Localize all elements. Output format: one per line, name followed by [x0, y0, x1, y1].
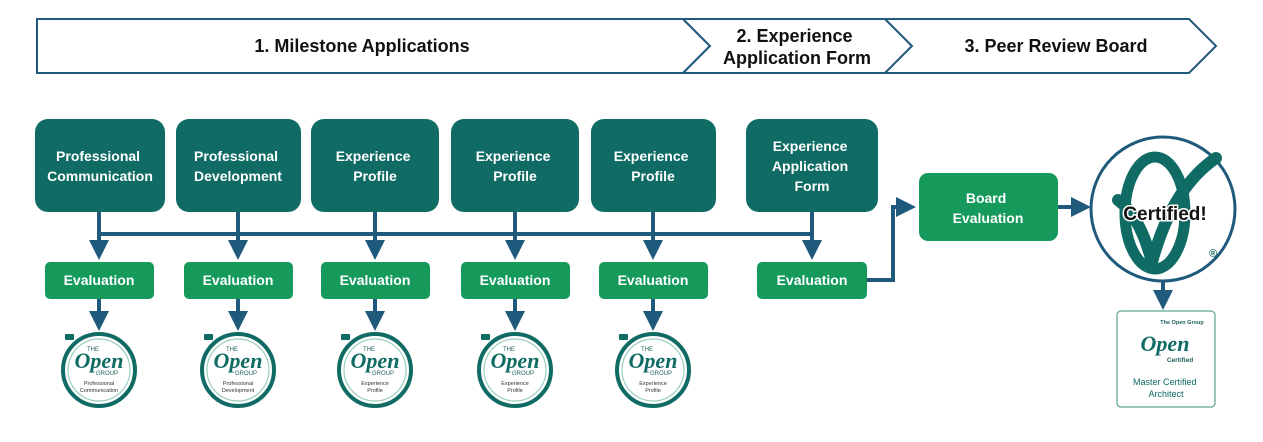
- board-evaluation-box: Board Evaluation: [919, 173, 1058, 241]
- box-3-line-1: Experience: [336, 148, 411, 164]
- badge-open-text: Open: [351, 348, 400, 373]
- svg-text:Experience Profile: Experience Profile: [336, 148, 415, 184]
- connector-arrow-to-board: [867, 197, 916, 282]
- certificate-top-text: The Open Group: [1160, 320, 1204, 326]
- badge-label-line-1: Professional: [84, 381, 114, 387]
- box-6-line-3: Form: [795, 178, 830, 194]
- badge-the-text: THE: [87, 347, 99, 353]
- badge-label-line-2: Profile: [367, 388, 383, 394]
- open-group-logo-check-icon: [1112, 151, 1222, 275]
- board-line-2: Evaluation: [953, 210, 1024, 226]
- svg-text:Professional Developme: Professional Development: [194, 148, 282, 184]
- phase-band: 1. Milestone Applications 2. Experience …: [36, 18, 1218, 74]
- phase-2-label-line-2: Application Form: [723, 48, 871, 68]
- box-4-line-2: Profile: [493, 168, 537, 184]
- badge-group-text: GROUP: [650, 371, 672, 377]
- svg-text:Experience Application: Experience Application Form: [772, 138, 852, 194]
- svg-text:Master Certified Archite: Master Certified Architect: [1133, 377, 1199, 399]
- badge-the-text: THE: [503, 347, 515, 353]
- svg-text:Evaluation: Evaluation: [340, 272, 411, 288]
- certificate-line-2: Architect: [1148, 389, 1184, 399]
- badge-label-line-1: Professional: [223, 381, 253, 387]
- badge-group-text: GROUP: [96, 371, 118, 377]
- evaluation-box-5: Evaluation: [599, 262, 708, 299]
- badges: THEOpenGROUPProfessionalCommunicationTHE…: [61, 332, 691, 408]
- box-3-line-2: Profile: [353, 168, 397, 184]
- phase-3-label: 3. Peer Review Board: [964, 36, 1147, 56]
- certified-label: Certified!: [1123, 204, 1206, 225]
- milestone-box-experience-application-form: Experience Application Form: [746, 119, 878, 212]
- badge-label-line-1: Experience: [361, 381, 389, 387]
- registered-mark: ®: [1209, 248, 1217, 260]
- badge-label-line-2: Communication: [80, 388, 118, 394]
- phase-2-label: 2. Experience Application Form: [723, 26, 871, 68]
- badge-open-text: Open: [629, 348, 678, 373]
- board-line-1: Board: [966, 190, 1006, 206]
- phase-2-label-line-1: 2. Experience: [736, 26, 852, 46]
- box-5-line-1: Experience: [614, 148, 689, 164]
- svg-text:Evaluation: Evaluation: [777, 272, 848, 288]
- phase-3-shape: [882, 18, 1218, 74]
- badge-open-text: Open: [491, 348, 540, 373]
- evaluation-box-1: Evaluation: [45, 262, 154, 299]
- box-6-line-1: Experience: [773, 138, 848, 154]
- box-6-line-2: Application: [772, 158, 848, 174]
- svg-text:Experience Profile: Experience Profile: [476, 148, 555, 184]
- badge-the-text: THE: [363, 347, 375, 353]
- badge-label-line-1: Experience: [501, 381, 529, 387]
- svg-text:Professional Communica: Professional Communication: [47, 148, 153, 184]
- svg-text:Board Evaluation: Board Evaluation: [953, 190, 1024, 226]
- master-certified-certificate: The Open Group Open Certified Master Cer…: [1116, 310, 1216, 408]
- badge-group-text: GROUP: [235, 371, 257, 377]
- svg-text:Evaluation: Evaluation: [618, 272, 689, 288]
- evaluation-boxes: Evaluation Evaluation Evaluation Evaluat…: [45, 262, 867, 299]
- badge-group-text: GROUP: [372, 371, 394, 377]
- milestone-box-experience-profile-1: Experience Profile: [311, 119, 439, 212]
- evaluation-box-6: Evaluation: [757, 262, 867, 299]
- svg-text:Evaluation: Evaluation: [203, 272, 274, 288]
- box-2-line-2: Development: [194, 168, 282, 184]
- badge-label-line-2: Profile: [507, 388, 523, 394]
- box-4-line-1: Experience: [476, 148, 551, 164]
- certificate-line-1: Master Certified: [1133, 377, 1197, 387]
- certificate-open-text: Open: [1141, 331, 1190, 356]
- badge-group-text: GROUP: [512, 371, 534, 377]
- phase-1-label: 1. Milestone Applications: [254, 36, 469, 56]
- badge-open-text: Open: [214, 348, 263, 373]
- connectors: [89, 197, 1173, 331]
- evaluation-box-2: Evaluation: [184, 262, 293, 299]
- milestone-box-professional-development: Professional Development: [176, 119, 301, 212]
- evaluation-box-4: Evaluation: [461, 262, 570, 299]
- badge-the-text: THE: [226, 347, 238, 353]
- box-1-line-2: Communication: [47, 168, 153, 184]
- badge-label-line-2: Development: [222, 388, 255, 394]
- box-2-line-1: Professional: [194, 148, 278, 164]
- certificate-certified-text: Certified: [1167, 357, 1193, 364]
- badge-label-line-1: Experience: [639, 381, 667, 387]
- evaluation-box-3: Evaluation: [321, 262, 430, 299]
- badge-open-text: Open: [75, 348, 124, 373]
- svg-text:Evaluation: Evaluation: [64, 272, 135, 288]
- box-5-line-2: Profile: [631, 168, 675, 184]
- badge-label-line-2: Profile: [645, 388, 661, 394]
- certified-logo: Certified! ®: [1089, 135, 1237, 283]
- milestone-box-experience-profile-2: Experience Profile: [451, 119, 579, 212]
- milestone-boxes: Professional Communication Professional …: [35, 119, 878, 212]
- milestone-box-experience-profile-3: Experience Profile: [591, 119, 716, 212]
- box-1-line-1: Professional: [56, 148, 140, 164]
- svg-text:Evaluation: Evaluation: [480, 272, 551, 288]
- milestone-box-professional-communication: Professional Communication: [35, 119, 165, 212]
- svg-text:Experience Profile: Experience Profile: [614, 148, 693, 184]
- badge-the-text: THE: [641, 347, 653, 353]
